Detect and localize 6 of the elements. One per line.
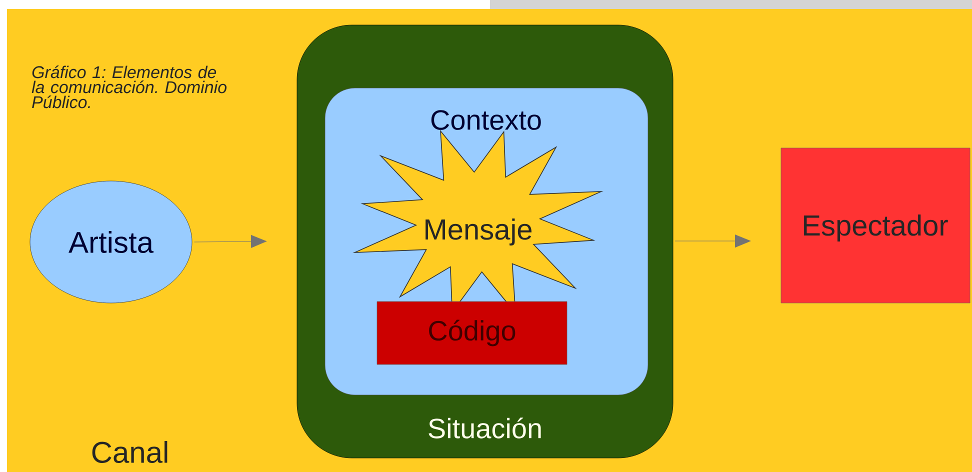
viewer-box: Espectador (780, 148, 970, 304)
code-box: Código (376, 301, 568, 365)
ellipse-node: Artista (30, 180, 192, 304)
arrow (674, 234, 751, 248)
arrow (194, 235, 267, 248)
caption: Gráfico 1: Elementos de la comunicación. Dominio Público. (32, 66, 227, 108)
